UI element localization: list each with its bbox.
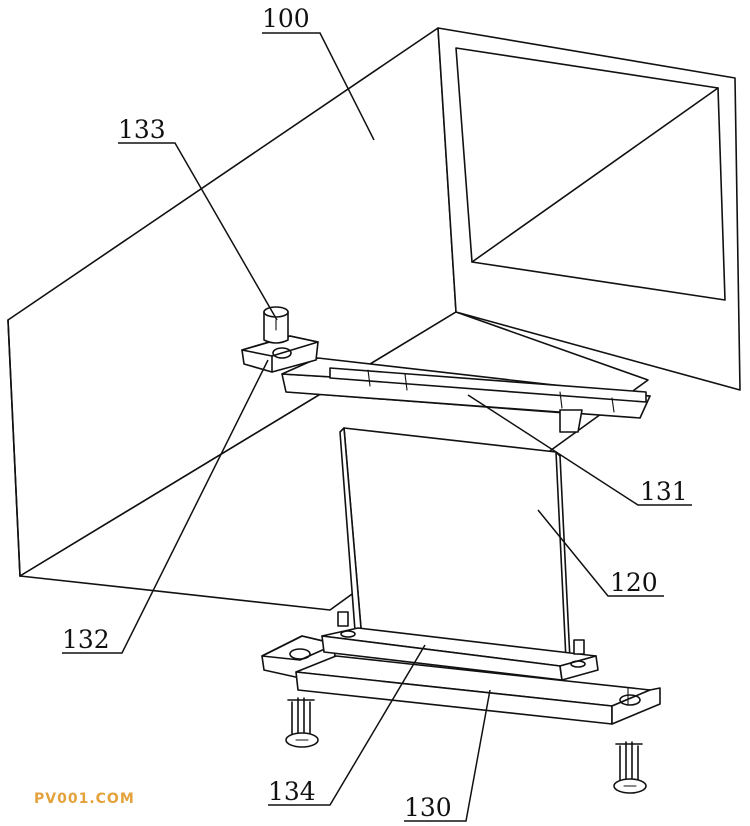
label-134: 134 (268, 777, 316, 806)
vertical-member (339, 427, 571, 661)
label-130: 130 (404, 793, 452, 822)
stud-post (263, 306, 289, 344)
label-131: 131 (640, 477, 688, 506)
label-120: 120 (610, 568, 658, 597)
label-132: 132 (62, 625, 110, 654)
label-100: 100 (262, 4, 310, 33)
leader-lines (62, 32, 692, 822)
right-screw (613, 741, 647, 794)
label-133: 133 (118, 115, 166, 144)
base-bar (295, 655, 661, 725)
upper-rail (281, 357, 651, 433)
watermark: PV001.COM (34, 791, 135, 807)
lower-clamp (261, 611, 599, 681)
left-screw (285, 697, 319, 748)
